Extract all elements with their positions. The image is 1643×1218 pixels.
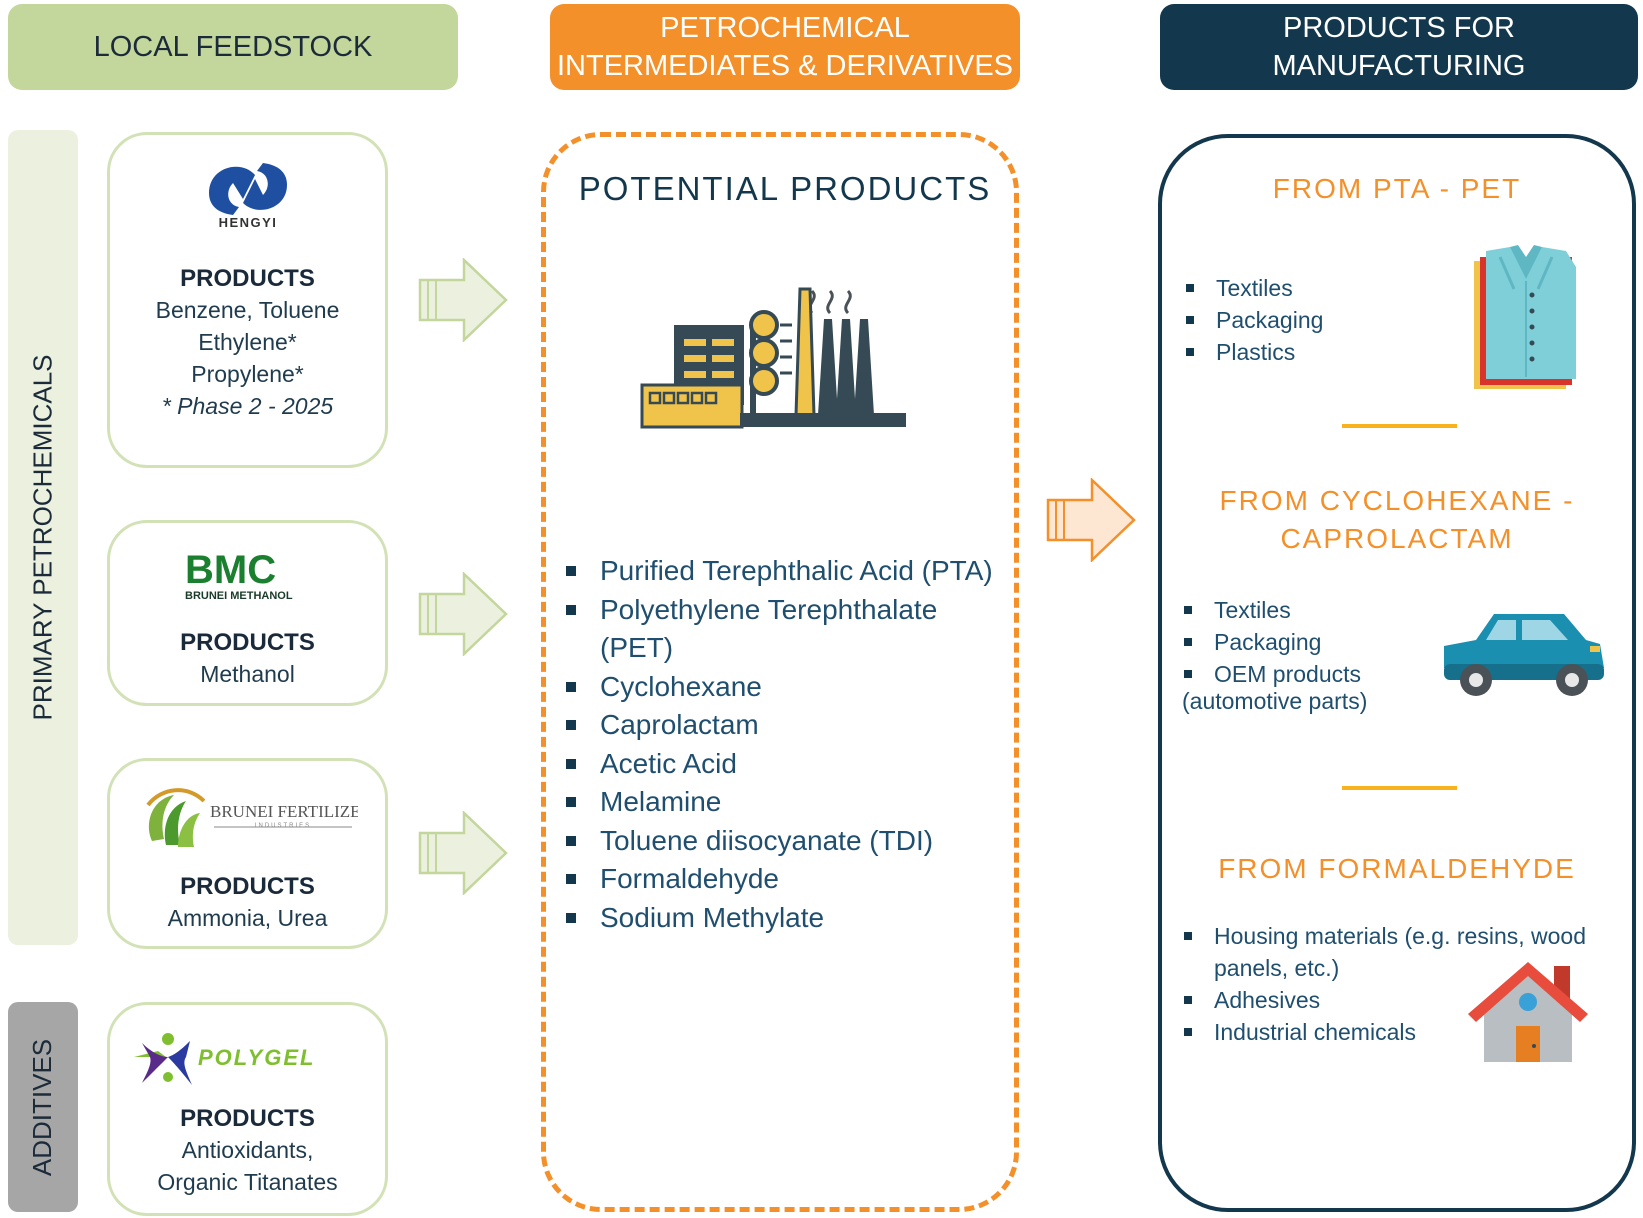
potential-products-title: POTENTIAL PRODUCTS bbox=[578, 170, 992, 207]
house-icon bbox=[1468, 962, 1588, 1062]
bmc-logo-sub: BRUNEI METHANOL bbox=[185, 590, 293, 602]
list-item: Housing materials (e.g. resins, wood pan… bbox=[1178, 920, 1618, 984]
list-item: OEM products bbox=[1178, 658, 1438, 690]
list-item: Purified Terephthalic Acid (PTA) bbox=[560, 552, 1000, 591]
product-line: Antioxidants, bbox=[181, 1137, 314, 1163]
brunei-fertilizer-logo-sub: INDUSTRIES bbox=[254, 823, 310, 829]
arrow-right-icon bbox=[418, 572, 508, 656]
list-item: Sodium Methylate bbox=[560, 899, 1000, 938]
arrow-right-icon bbox=[418, 258, 508, 342]
list-item: Industrial chemicals bbox=[1178, 1016, 1618, 1048]
product-line: Propylene* bbox=[191, 361, 304, 387]
shirt-icon bbox=[1474, 245, 1576, 389]
sidebar-additives: ADDITIVES bbox=[8, 1002, 78, 1212]
manufacturing-box bbox=[1158, 134, 1636, 1212]
cyclohexane-list: Textiles Packaging OEM products bbox=[1178, 594, 1438, 690]
products-label: PRODUCTS bbox=[180, 265, 315, 292]
list-item: Textiles bbox=[1180, 272, 1440, 304]
car-icon bbox=[1444, 614, 1604, 696]
sidebar-additives-label: ADDITIVES bbox=[27, 1038, 58, 1176]
list-item: Formaldehyde bbox=[560, 860, 1000, 899]
list-item: Textiles bbox=[1178, 594, 1438, 626]
section-title-formaldehyde: FROM FORMALDEHYDE bbox=[1218, 853, 1576, 884]
polygel-logo: POLYGEL bbox=[110, 1027, 385, 1097]
section-divider bbox=[1342, 424, 1457, 428]
potential-products-box bbox=[541, 132, 1019, 1212]
section-title-cyclohexane: FROM CYCLOHEXANE - CAPROLACTAM bbox=[1160, 482, 1634, 558]
sidebar-primary-label: PRIMARY PETROCHEMICALS bbox=[27, 354, 58, 721]
list-item: Melamine bbox=[560, 783, 1000, 822]
products-label: PRODUCTS bbox=[180, 1105, 315, 1132]
list-item: Acetic Acid bbox=[560, 745, 1000, 784]
polygel-logo-text: POLYGEL bbox=[198, 1045, 316, 1070]
list-item: Plastics bbox=[1180, 336, 1440, 368]
potential-products-list: Purified Terephthalic Acid (PTA) Polyeth… bbox=[560, 552, 1000, 937]
header-local-label: LOCAL FEEDSTOCK bbox=[93, 31, 373, 63]
list-item: Cyclohexane bbox=[560, 668, 1000, 707]
pta-pet-list: Textiles Packaging Plastics bbox=[1180, 272, 1440, 368]
formaldehyde-list: Housing materials (e.g. resins, wood pan… bbox=[1178, 920, 1618, 1048]
header-mfg-line1: PRODUCTS FOR bbox=[1282, 12, 1515, 44]
product-line: Ethylene* bbox=[198, 329, 297, 355]
product-line: Organic Titanates bbox=[157, 1169, 338, 1195]
hengyi-logo: HENGYI bbox=[110, 155, 385, 230]
list-item: Packaging bbox=[1178, 626, 1438, 658]
brunei-fertilizer-logo-text: BRUNEI FERTILIZER bbox=[210, 802, 358, 821]
header-petro-line1: PETROCHEMICAL bbox=[660, 12, 910, 44]
products-label: PRODUCTS bbox=[180, 873, 315, 900]
feedstock-card-brunei-fertilizer: BRUNEI FERTILIZER INDUSTRIES PRODUCTS Am… bbox=[107, 758, 388, 949]
list-item: Polyethylene Terephthalate (PET) bbox=[560, 591, 1000, 668]
automotive-note: (automotive parts) bbox=[1182, 688, 1368, 714]
header-manufacturing: PRODUCTS FOR MANUFACTURING bbox=[1160, 4, 1638, 90]
arrow-right-icon bbox=[418, 811, 508, 895]
list-item: Caprolactam bbox=[560, 706, 1000, 745]
factory-icon bbox=[640, 287, 906, 429]
list-item: Packaging bbox=[1180, 304, 1440, 336]
arrow-right-icon bbox=[1046, 478, 1136, 562]
product-line: Ammonia, Urea bbox=[167, 905, 328, 931]
bmc-logo-text: BMC bbox=[185, 548, 276, 592]
feedstock-card-polygel: POLYGEL PRODUCTS Antioxidants, Organic T… bbox=[107, 1002, 388, 1216]
product-line: Methanol bbox=[200, 661, 295, 687]
header-petro-line2: INTERMEDIATES & DERIVATIVES bbox=[556, 50, 1013, 82]
sidebar-primary-petrochemicals: PRIMARY PETROCHEMICALS bbox=[8, 130, 78, 945]
brunei-fertilizer-logo: BRUNEI FERTILIZER INDUSTRIES bbox=[110, 783, 385, 853]
header-local-feedstock: LOCAL FEEDSTOCK bbox=[8, 4, 458, 90]
feedstock-card-bmc: BMC BRUNEI METHANOL PRODUCTS Methanol bbox=[107, 520, 388, 706]
section-title-pta-pet: FROM PTA - PET bbox=[1272, 173, 1522, 204]
header-mfg-line2: MANUFACTURING bbox=[1272, 50, 1526, 82]
list-item: Adhesives bbox=[1178, 984, 1618, 1016]
feedstock-card-hengyi: HENGYI PRODUCTS Benzene, Toluene Ethylen… bbox=[107, 132, 388, 468]
hengyi-logo-text: HENGYI bbox=[218, 215, 277, 230]
section-divider bbox=[1342, 786, 1457, 790]
header-petrochemical: PETROCHEMICAL INTERMEDIATES & DERIVATIVE… bbox=[550, 4, 1020, 90]
section-title-line: FROM CYCLOHEXANE - bbox=[1219, 485, 1575, 516]
section-title-line: CAPROLACTAM bbox=[1280, 523, 1514, 554]
products-label: PRODUCTS bbox=[180, 629, 315, 656]
phase-note: * Phase 2 - 2025 bbox=[161, 393, 334, 419]
product-line: Benzene, Toluene bbox=[155, 297, 340, 323]
list-item: Toluene diisocyanate (TDI) bbox=[560, 822, 1000, 861]
bmc-logo: BMC BRUNEI METHANOL bbox=[110, 547, 385, 603]
